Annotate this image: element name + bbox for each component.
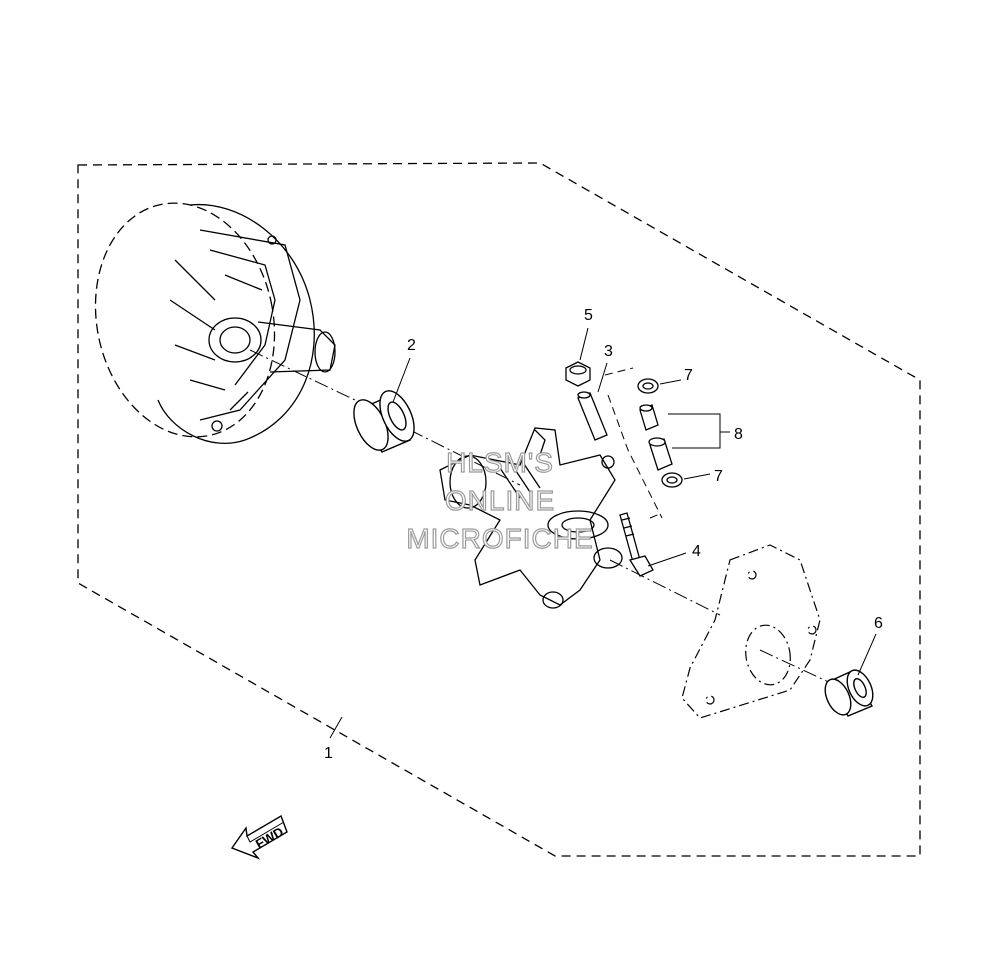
cover-plate	[681, 544, 821, 719]
callout-8: 8	[734, 426, 743, 443]
bracket-part	[439, 427, 623, 609]
bushing-part-2	[353, 390, 415, 453]
callout-7-lower: 7	[714, 468, 723, 485]
watermark-line-3: MICROFICHE	[406, 523, 593, 554]
callout-7-upper: 7	[684, 367, 693, 384]
callout-3: 3	[604, 343, 613, 360]
bolt-part-4	[619, 512, 654, 577]
center-axis	[249, 349, 836, 686]
pin-part-3	[577, 391, 608, 441]
callout-1: 1	[324, 745, 333, 762]
collar-group-dashes	[604, 367, 663, 519]
watermark: HLSM'S ONLINE MICROFICHE	[406, 446, 594, 554]
watermark-line-1: HLSM'S	[446, 447, 554, 478]
housing-cover-part	[94, 202, 336, 444]
callout-5: 5	[584, 307, 593, 324]
bushing-part-6	[824, 669, 874, 717]
watermark-line-2: ONLINE	[445, 485, 555, 516]
nut-part-5	[565, 361, 591, 387]
callout-4: 4	[692, 543, 701, 560]
leader-lines	[329, 327, 877, 739]
callout-2: 2	[407, 337, 416, 354]
fwd-arrow-icon: FWD	[230, 814, 288, 860]
callout-6: 6	[874, 615, 883, 632]
collar-parts-7-8	[637, 378, 683, 488]
